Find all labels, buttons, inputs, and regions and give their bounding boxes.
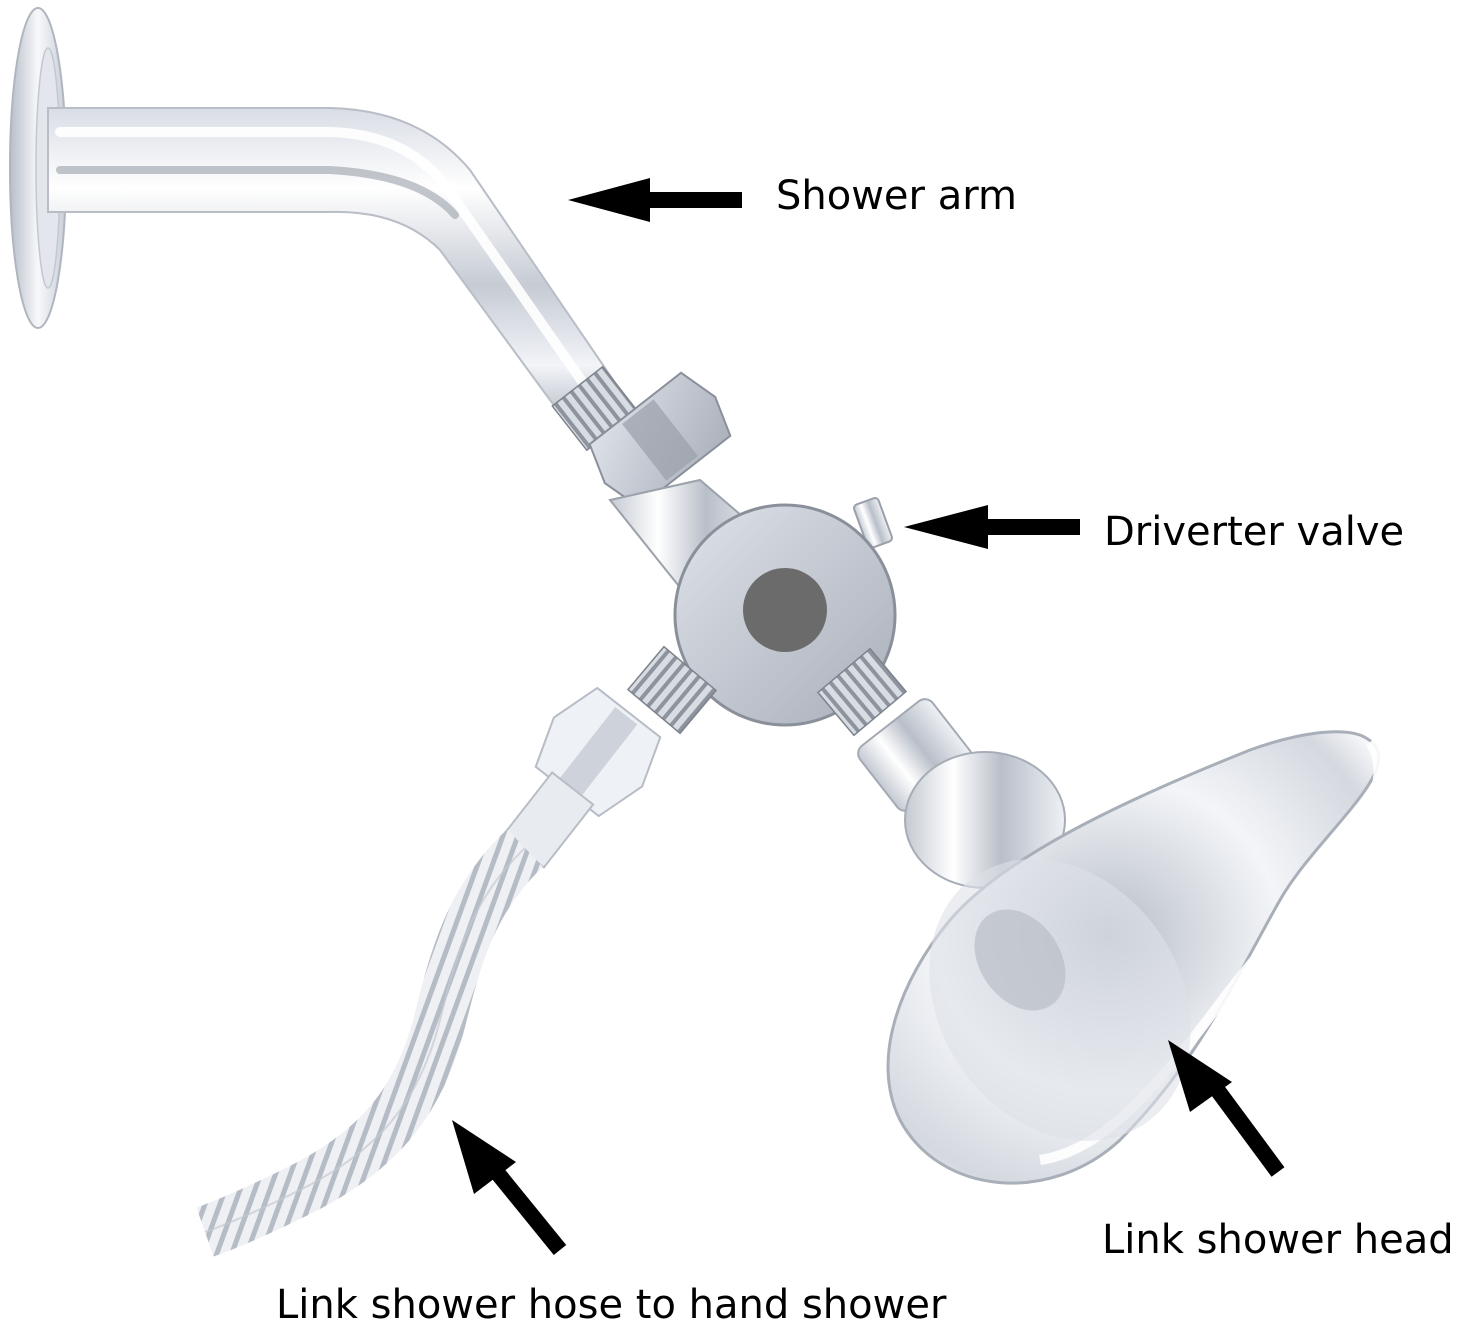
label-shower-hose: Link shower hose to hand shower [276, 1282, 947, 1328]
label-diverter-valve: Driverter valve [1104, 509, 1405, 555]
arm-highlight [55, 127, 600, 405]
valve-hex-nut [588, 371, 732, 509]
arrow-icon [904, 505, 1080, 549]
arrow-hose-shaft [488, 1164, 567, 1256]
label-shower-head: Link shower head [1102, 1217, 1454, 1263]
arrow-shower-arm-head [568, 178, 650, 222]
arrow-hose-head [452, 1120, 516, 1194]
shower-arm [9, 7, 639, 452]
arrow-head-head [1168, 1040, 1232, 1112]
shower-hose [196, 686, 662, 1257]
arm-pipe-horizontal [47, 107, 622, 432]
shower-head [857, 698, 1384, 1185]
head-center-mark [974, 909, 1066, 1011]
arrow-icon [1168, 1040, 1285, 1177]
valve-outlet-left [626, 645, 718, 735]
label-shower-arm: Shower arm [776, 173, 1017, 219]
arrow-diverter-head [904, 505, 988, 549]
arrow-head-shaft [1203, 1075, 1285, 1177]
hose-outline [204, 847, 526, 1233]
valve-port-center [743, 568, 827, 652]
arrow-icon [452, 1120, 567, 1256]
valve-lever [853, 497, 893, 549]
arrow-icon [568, 178, 742, 222]
valve-outlet-right [816, 647, 908, 737]
diverter-valve [588, 371, 908, 737]
arm-shadow-stripe [56, 166, 459, 219]
